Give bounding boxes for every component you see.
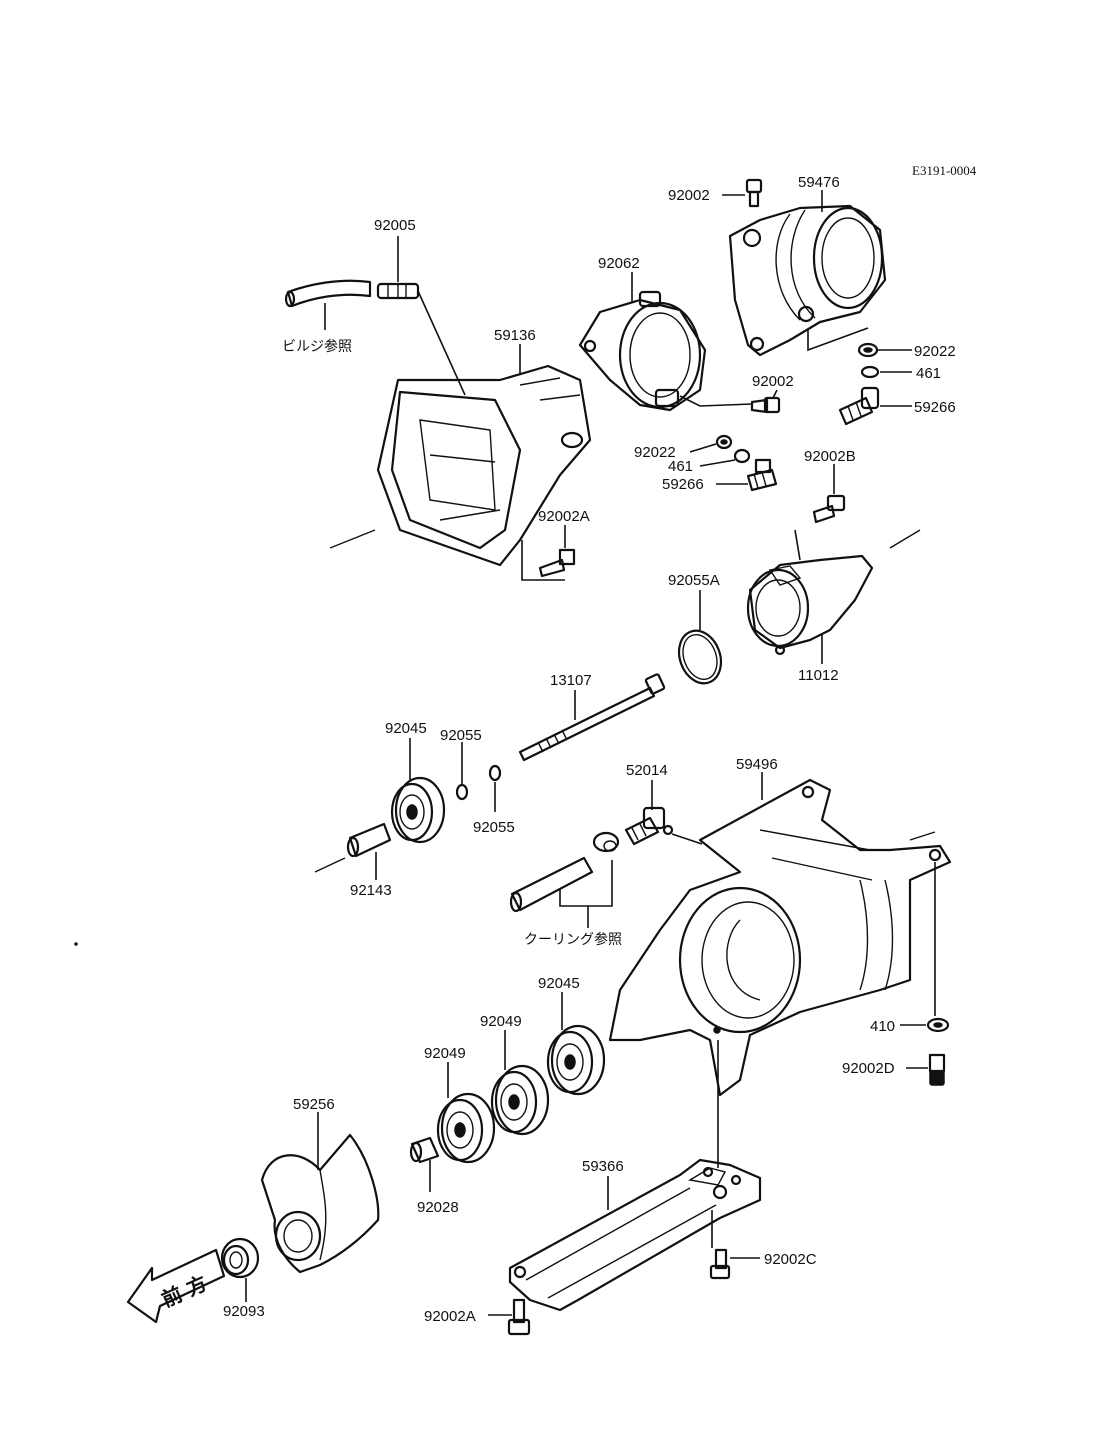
part-92049-bearing-a: [436, 1092, 496, 1164]
part-92143-sleeve: [346, 822, 392, 858]
stray-dot: [74, 942, 78, 946]
leader-92002-mid-bracket: [679, 395, 753, 407]
label-92055A: 92055A: [668, 572, 720, 589]
label-59266-right: 59266: [914, 399, 956, 416]
label-92055-a: 92055: [440, 727, 482, 744]
part-461-washer-right: [860, 365, 880, 379]
label-52014: 52014: [626, 762, 668, 779]
part-92045-bearing-upper: [390, 776, 446, 844]
drawing-code: E3191-0004: [912, 163, 977, 178]
label-92002-mid: 92002: [752, 373, 794, 390]
label-59136: 59136: [494, 327, 536, 344]
label-461-right: 461: [916, 365, 941, 382]
label-92002B: 92002B: [804, 448, 856, 465]
part-461-washer-mid: [733, 448, 751, 464]
front-direction-arrow: 前 方: [126, 1248, 226, 1324]
part-92028-collar: [409, 1136, 440, 1164]
label-92022-mid: 92022: [634, 444, 676, 461]
label-92045-upper: 92045: [385, 720, 427, 737]
part-59136-housing: [376, 364, 592, 567]
label-92002D: 92002D: [842, 1060, 895, 1077]
label-11012: 11012: [798, 667, 839, 684]
label-92002-top: 92002: [668, 187, 710, 204]
part-92062-clamp: [578, 290, 707, 412]
part-92045-bearing-lower: [546, 1024, 606, 1096]
leader-52014-to-pump: [671, 833, 703, 845]
axis-mark-left-1: [329, 529, 376, 549]
label-92062: 92062: [598, 255, 640, 272]
label-92005: 92005: [374, 217, 416, 234]
part-59496-pump-case: [608, 778, 952, 1097]
part-hose-clamp: [592, 831, 620, 853]
bilge-hose: [284, 279, 372, 308]
leader-92022-mid: [689, 443, 717, 453]
leader-461-mid: [699, 459, 736, 467]
label-92002A-lower: 92002A: [424, 1308, 476, 1325]
leader-cooling-bracket: [559, 860, 613, 907]
leader-59476-bracket: [807, 327, 869, 352]
axis-mark-right-2: [909, 831, 936, 841]
part-92093-seal: [220, 1237, 260, 1279]
label-92045-lower: 92045: [538, 975, 580, 992]
leader-92005-to-housing: [417, 290, 466, 396]
part-92002-bolt-mid: [750, 396, 781, 414]
part-92002B-bolt: [812, 494, 846, 524]
part-52014-fitting: [624, 806, 674, 846]
label-59476: 59476: [798, 174, 840, 191]
leader-92002A-upper-bracket: [521, 540, 565, 581]
label-410: 410: [870, 1018, 895, 1035]
axis-mark-left-2: [314, 857, 346, 873]
front-arrow-text: 前 方: [158, 1271, 211, 1312]
part-92055-circlip-a: [455, 783, 469, 801]
label-92093: 92093: [223, 1303, 265, 1320]
part-59266-fitting-right: [838, 386, 880, 426]
label-59266-mid: 59266: [662, 476, 704, 493]
note-bilge-ref: ビルジ参照: [282, 338, 352, 355]
label-92022-right: 92022: [914, 343, 956, 360]
part-92055-circlip-b: [488, 764, 502, 782]
axis-mark-right-1: [889, 529, 921, 549]
part-410-washer: [926, 1017, 950, 1033]
part-92022-washer-mid: [715, 434, 733, 450]
label-92049-b: 92049: [480, 1013, 522, 1030]
label-461-mid: 461: [668, 458, 693, 475]
part-92002A-bolt-lower: [507, 1298, 531, 1336]
part-92002-bolt-top: [745, 178, 763, 208]
part-59266-fitting-mid: [746, 458, 778, 492]
part-59256-impeller: [260, 1133, 380, 1274]
leader-92002-mid: [772, 389, 778, 399]
part-59366-bracket: [508, 1158, 762, 1312]
part-92005-fitting: [376, 282, 420, 300]
label-92055-b: 92055: [473, 819, 515, 836]
part-92002C-bolt: [709, 1248, 731, 1280]
label-92028: 92028: [417, 1199, 459, 1216]
label-92002C: 92002C: [764, 1251, 817, 1268]
label-59496: 59496: [736, 756, 778, 773]
label-13107: 13107: [550, 672, 592, 689]
part-13107-shaft: [518, 673, 666, 762]
label-92049-a: 92049: [424, 1045, 466, 1062]
label-92143: 92143: [350, 882, 392, 899]
part-92002D-bolt: [928, 1053, 946, 1086]
part-92022-washer-right: [857, 342, 879, 358]
part-59476-nozzle: [728, 204, 887, 357]
part-92002A-bolt-upper: [538, 548, 576, 578]
cooling-hose: [509, 856, 594, 913]
part-92055A-o-ring: [677, 629, 723, 685]
label-59366: 59366: [582, 1158, 624, 1175]
leader-11012-bracket: [794, 529, 801, 561]
label-59256: 59256: [293, 1096, 335, 1113]
part-11012-reducer: [746, 554, 874, 656]
note-cooling-ref: クーリング参照: [524, 931, 622, 948]
label-92002A-upper: 92002A: [538, 508, 590, 525]
part-92049-bearing-b: [490, 1064, 550, 1136]
